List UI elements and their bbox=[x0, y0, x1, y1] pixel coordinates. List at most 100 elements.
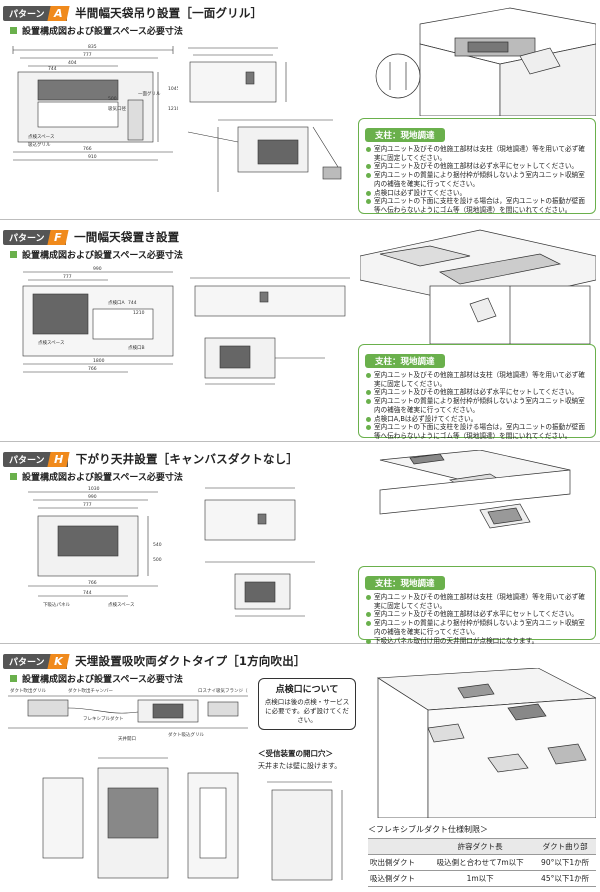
receiver-body: 天井または壁に設けます。 bbox=[258, 762, 342, 770]
dimension-label: 下吸込パネル bbox=[43, 601, 70, 608]
top-view-diagram bbox=[178, 40, 298, 110]
dimension-label: 910 bbox=[88, 154, 97, 160]
note-item: 室内ユニット及びその他施工部材は支柱（現地調達）等を用いて必ず確実に固定してくだ… bbox=[365, 371, 589, 388]
dimension-label: フレキシブルダクト bbox=[83, 715, 124, 722]
note-title: 支柱：現地調達 bbox=[365, 576, 445, 590]
dimension-label: 404 bbox=[68, 60, 77, 66]
section-title: 下がり天井設置［キャンバスダクトなし］ bbox=[75, 452, 299, 466]
duct-elevation-diagram: ダクト吹出グリル ダクト吹出チャンバーフレキシブルダクトダクト吸込グリル ロスナイ吸… bbox=[8, 686, 248, 744]
dimension-label: 500 bbox=[108, 96, 117, 102]
note-item: 点検口は必ず設けてください。 bbox=[365, 189, 589, 198]
bullet-square-icon bbox=[10, 27, 17, 34]
dimension-label: 744 bbox=[83, 590, 92, 596]
receiver-opening-note: ＜受信装置の開口穴＞ 天井または壁に設けます。 bbox=[258, 748, 368, 771]
bullet-square-icon bbox=[10, 251, 17, 258]
pattern-prefix: パターン bbox=[9, 9, 45, 20]
dimension-label: 990 bbox=[88, 494, 97, 500]
front-elevation-diagram: 83577740476691074410451210500吸気口径一面グリル点検… bbox=[8, 40, 178, 170]
dimension-label: 天井開口 bbox=[118, 735, 136, 742]
pattern-badge: パターン F bbox=[3, 229, 68, 245]
dimension-label: 点検口B bbox=[128, 344, 145, 351]
subheading: 設置構成図および設置スペース必要寸法 bbox=[10, 672, 183, 685]
pattern-letter: K bbox=[46, 653, 69, 669]
section-title-row: パターン H 下がり天井設置［キャンバスダクトなし］ bbox=[3, 450, 298, 468]
note-item: 室内ユニットの質量により据付枠が傾斜しないよう室内ユニット収納室内の補強を確実に… bbox=[365, 619, 589, 636]
note-title: 支柱：現地調達 bbox=[365, 128, 445, 142]
dimension-label: 766 bbox=[88, 580, 97, 586]
note-item: 下吸込パネル取付け用の天井開口が点検口になります。 bbox=[365, 637, 589, 646]
flexible-duct-table: ＜フレキシブルダクト仕様制限＞ 許容ダクト長 ダクト曲り部 吹出側ダクト 吸込側… bbox=[368, 824, 596, 887]
duct-spec-table: 許容ダクト長 ダクト曲り部 吹出側ダクト 吸込側と合わせて7m以下 90°以下1… bbox=[368, 838, 596, 887]
note-list: 室内ユニット及びその他施工部材は支柱（現地調達）等を用いて必ず確実に固定してくだ… bbox=[365, 371, 589, 441]
pattern-badge: パターン K bbox=[3, 653, 69, 669]
dimension-label: ロスナイ吸気フランジ（オプション） bbox=[198, 687, 248, 694]
inspection-port-box: 点検口について 点検口は後の点検・サービスに必要です。必ず設けてください。 bbox=[258, 678, 356, 730]
section-title-row: パターン F 一間幅天袋置き設置 bbox=[3, 228, 179, 246]
side-section-diagram bbox=[178, 112, 353, 207]
dimension-label: 835 bbox=[88, 44, 97, 50]
note-box: 支柱：現地調達 室内ユニット及びその他施工部材は支柱（現地調達）等を用いて必ず確… bbox=[358, 118, 596, 214]
dimension-label: 吸込グリル bbox=[28, 141, 51, 148]
section-title: 半間幅天袋吊り設置［一面グリル］ bbox=[75, 6, 263, 20]
note-item: 室内ユニット及びその他施工部材は支柱（現地調達）等を用いて必ず確実に固定してくだ… bbox=[365, 593, 589, 610]
table-row: 吹出側ダクト 吸込側と合わせて7m以下 90°以下1か所 bbox=[368, 854, 596, 871]
dimension-label: 766 bbox=[83, 146, 92, 152]
section-title-row: パターン K 天埋設置吸吹両ダクトタイプ［1方向吹出］ bbox=[3, 652, 306, 670]
dimension-label: ダクト吹出チャンバー bbox=[68, 687, 113, 694]
bullet-square-icon bbox=[10, 675, 17, 682]
installation-illustration bbox=[360, 226, 596, 344]
dimension-label: 一面グリル bbox=[138, 90, 161, 97]
dimension-label: 点検スペース bbox=[108, 601, 135, 608]
dimension-label: 点検口A bbox=[108, 299, 125, 306]
dimension-label: 777 bbox=[83, 502, 92, 508]
subheading: 設置構成図および設置スペース必要寸法 bbox=[10, 470, 183, 483]
table-title: ＜フレキシブルダクト仕様制限＞ bbox=[368, 825, 488, 834]
top-view-diagram bbox=[185, 272, 355, 322]
note-list: 室内ユニット及びその他施工部材は支柱（現地調達）等を用いて必ず確実に固定してくだ… bbox=[365, 145, 589, 215]
dimension-label: 1045 bbox=[168, 86, 178, 92]
section-title: 天埋設置吸吹両ダクトタイプ［1方向吹出］ bbox=[75, 654, 306, 668]
pattern-badge: パターン H bbox=[3, 451, 70, 467]
table-row: 吸込側ダクト 1m以下 45°以下1か所 bbox=[368, 870, 596, 887]
section-title: 一間幅天袋置き設置 bbox=[74, 230, 180, 244]
dimension-label: 吸気口径 bbox=[108, 105, 126, 112]
section-pattern-a: パターン A 半間幅天袋吊り設置［一面グリル］ 設置構成図および設置スペース必要… bbox=[0, 0, 600, 220]
dimension-label: 744 bbox=[48, 66, 57, 72]
dimension-label: ダクト吹出グリル bbox=[10, 687, 46, 694]
dimension-label: 500 bbox=[153, 557, 162, 563]
pattern-badge: パターン A bbox=[3, 5, 69, 21]
top-view-diagram bbox=[200, 482, 300, 547]
receiver-opening-diagram bbox=[262, 776, 352, 886]
table-header-row: 許容ダクト長 ダクト曲り部 bbox=[368, 838, 596, 855]
pattern-letter: F bbox=[46, 229, 68, 245]
note-item: 室内ユニット及びその他施工部材は必ず水平にセットしてください。 bbox=[365, 610, 589, 619]
pattern-letter: H bbox=[46, 451, 70, 467]
side-section-diagram bbox=[185, 328, 355, 398]
note-title: 支柱：現地調達 bbox=[365, 354, 445, 368]
note-item: 室内ユニットの質量により据付枠が傾斜しないよう室内ユニット収納室内の補強を確実に… bbox=[365, 397, 589, 414]
dimension-label: 540 bbox=[153, 542, 162, 548]
front-elevation-diagram: 1030 990 777 766 744 540 500 下吸込パネル 点検スペース bbox=[18, 486, 168, 616]
subheading: 設置構成図および設置スペース必要寸法 bbox=[10, 248, 183, 261]
note-box: 支柱：現地調達 室内ユニット及びその他施工部材は支柱（現地調達）等を用いて必ず確… bbox=[358, 344, 596, 441]
dimension-label: 1210 bbox=[133, 310, 145, 316]
note-list: 室内ユニット及びその他施工部材は支柱（現地調達）等を用いて必ず確実に固定してくだ… bbox=[365, 593, 589, 645]
dimension-label: 点検スペース bbox=[28, 133, 55, 140]
dimension-label: 点検スペース bbox=[38, 339, 65, 346]
pattern-letter: A bbox=[46, 5, 69, 21]
section-pattern-h: パターン H 下がり天井設置［キャンバスダクトなし］ 設置構成図および設置スペー… bbox=[0, 446, 600, 645]
bullet-square-icon bbox=[10, 473, 17, 480]
note-item: 室内ユニット及びその他施工部材は支柱（現地調達）等を用いて必ず確実に固定してくだ… bbox=[365, 145, 589, 162]
side-section-diagram bbox=[205, 554, 315, 632]
note-item: 室内ユニットの下面に支柱を設ける場合は，室内ユニットの振動が壁面等へ伝わらないよ… bbox=[365, 423, 589, 440]
dimension-label: 744 bbox=[128, 300, 137, 306]
dimension-label: 1030 bbox=[88, 486, 100, 492]
dimension-label: 1210 bbox=[168, 106, 178, 112]
receiver-title: ＜受信装置の開口穴＞ bbox=[258, 749, 333, 758]
dimension-label: 766 bbox=[88, 366, 97, 372]
inspection-body: 点検口は後の点検・サービスに必要です。必ず設けてください。 bbox=[264, 698, 350, 724]
dimension-label: ダクト吸込グリル bbox=[168, 731, 204, 738]
note-item: 室内ユニットの質量により据付枠が傾斜しないよう室内ユニット収納室内の補強を確実に… bbox=[365, 171, 589, 188]
